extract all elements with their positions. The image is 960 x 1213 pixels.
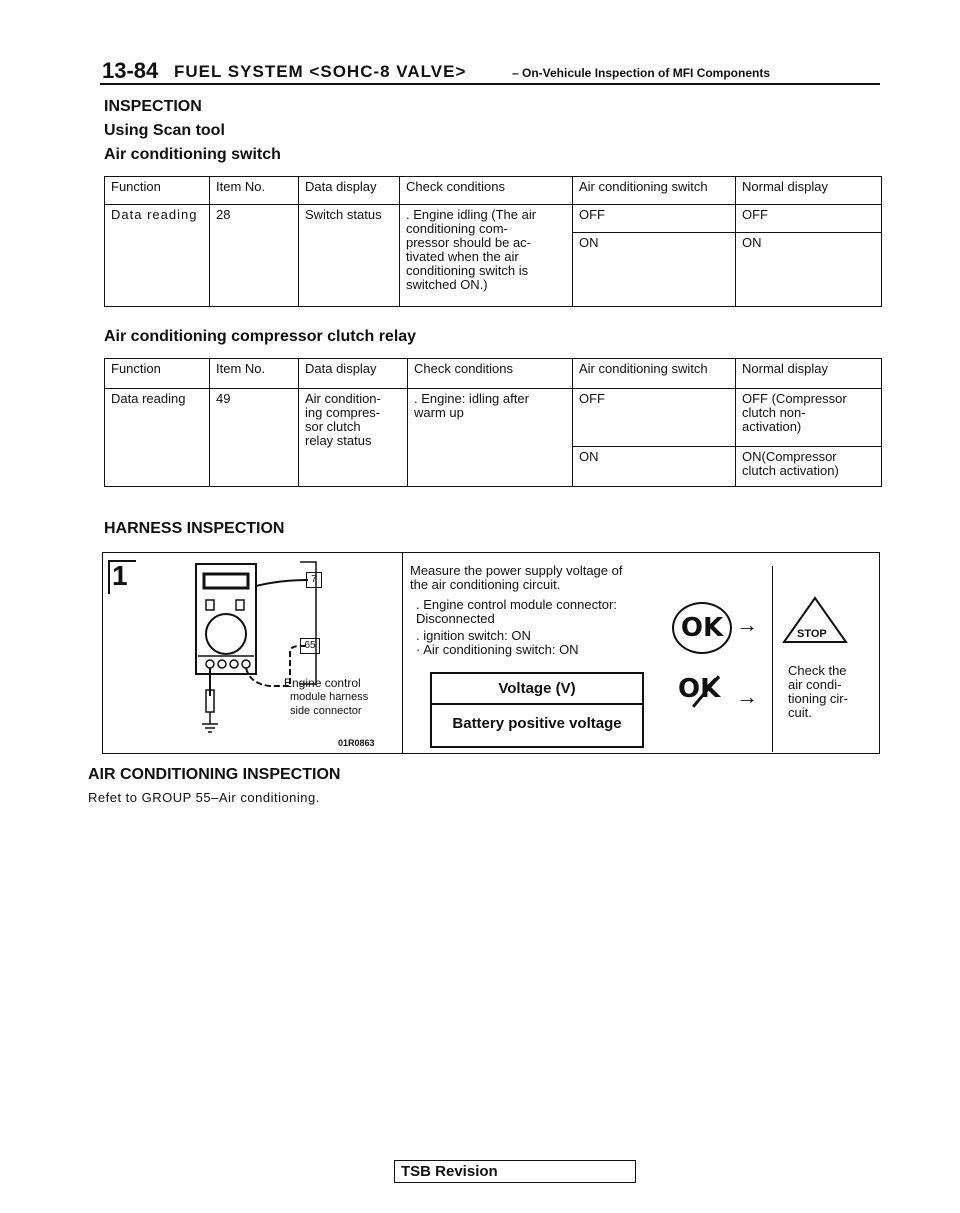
ng-action-text: Check the air condi- tioning cir- cuit. [788,663,848,720]
table-header: Air conditioning switch [572,176,736,205]
ac-inspection-text: Refet to GROUP 55–Air conditioning. [88,790,320,805]
step-number: 1 [112,560,128,591]
header-rule [100,83,880,85]
arrow-right-icon: → [736,684,758,709]
ac-inspection-heading: AIR CONDITIONING INSPECTION [88,766,341,783]
table-cell: OFF [735,204,882,233]
table-cell: OFF [572,204,736,233]
system-title: FUEL SYSTEM <SOHC-8 VALVE> [174,62,467,81]
stop-label: STOP [797,628,827,640]
tsb-revision: TSB Revision [394,1160,636,1183]
table-cell: Switch status [298,204,400,307]
voltage-header: Voltage (V) [498,680,576,697]
condition-item: . Engine control module connector: Disco… [416,597,617,626]
relay-table: Function Item No. Data display Check con… [104,358,882,487]
stop-icon [782,596,848,643]
pin-7-label: 7 [306,572,322,588]
voltage-box: Voltage (V) Battery positive voltage [430,672,644,748]
ac-switch-heading: Air conditioning switch [104,146,281,163]
table-cell: OFF [572,388,736,447]
ng-badge: OK [678,674,720,708]
table-cell: . Engine idling (The air conditioning co… [399,204,573,307]
ok-icon: OK [680,613,724,643]
connector-label: Engine control [284,676,361,690]
harness-heading: HARNESS INSPECTION [104,520,285,537]
table-header: Function [104,358,210,389]
page-subtitle: – On-Vehicule Inspection of MFI Componen… [512,66,771,80]
panel-divider [402,552,403,753]
condition-item: · Air conditioning switch: ON [416,642,579,657]
table-cell: OFF (Compressor clutch non- activation) [735,388,882,447]
table-cell: 49 [209,388,299,487]
measure-instruction: Measure the power supply voltage of the … [410,563,623,592]
table-header: Normal display [735,358,882,389]
table-header: Data display [298,176,400,205]
relay-heading: Air conditioning compressor clutch relay [104,328,417,345]
table-cell: Data reading [104,388,210,487]
table-cell: ON [735,232,882,307]
pin-65-label: 65 [300,638,320,654]
connector-label: side connector [290,705,362,717]
table-cell: ON(Compressor clutch activation) [735,446,882,487]
table-header: Item No. [209,176,299,205]
table-header: Item No. [209,358,299,389]
table-cell: ON [572,232,736,307]
table-header: Normal display [735,176,882,205]
page-number: 13-84 [102,58,159,83]
figure-code: 01R0863 [338,738,375,748]
table-header: Function [104,176,210,205]
scan-tool-heading: Using Scan tool [104,122,225,139]
table-header: Air conditioning switch [572,358,736,389]
table-cell: ON [572,446,736,487]
condition-item: . ignition switch: ON [416,628,531,643]
step-box [108,560,136,594]
table-cell: Data reading [104,204,210,307]
table-header: Check conditions [399,176,573,205]
arrow-right-icon: → [736,612,758,637]
table-cell: . Engine: idling after warm up [407,388,573,487]
connector-label: module harness [290,691,369,703]
table-header: Data display [298,358,408,389]
table-cell: Air condition- ing compres- sor clutch r… [298,388,408,487]
inspection-heading: INSPECTION [104,98,202,115]
ac-switch-table: Function Item No. Data display Check con… [104,176,882,307]
harness-panel [102,552,880,754]
multimeter-figure [195,561,317,733]
ok-badge: OK [672,602,732,654]
table-cell: 28 [209,204,299,307]
panel-divider [772,566,773,752]
voltage-value: Battery positive voltage [432,703,642,732]
table-header: Check conditions [407,358,573,389]
